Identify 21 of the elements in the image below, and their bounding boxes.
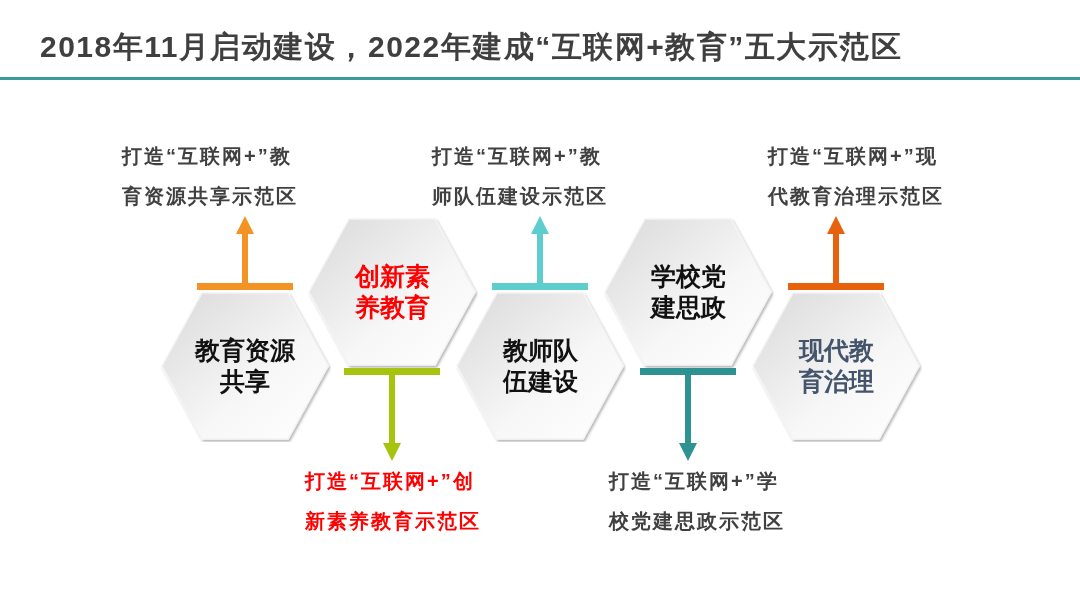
description-text: 打造“互联网+”教育资源共享示范区	[122, 136, 302, 216]
topic-label: 教师队伍建设	[501, 335, 579, 397]
arrow	[197, 216, 293, 290]
topic-label: 教育资源共享	[194, 335, 296, 397]
arrow	[640, 368, 736, 461]
hexagon	[159, 290, 331, 442]
description-text: 打造“互联网+”现代教育治理示范区	[768, 136, 948, 216]
arrow	[344, 368, 440, 461]
description-text: 打造“互联网+”创新素养教育示范区	[305, 461, 485, 541]
title: 2018年11月启动建设，2022年建成“互联网+教育”五大示范区	[40, 29, 903, 65]
topic-label: 学校党建思政	[649, 261, 727, 323]
topic-label: 现代教育治理	[797, 335, 875, 397]
hexagon	[750, 290, 922, 442]
description-text: 打造“互联网+”教师队伍建设示范区	[432, 136, 612, 216]
topic-label: 创新素养教育	[353, 261, 431, 323]
arrow	[492, 216, 588, 290]
arrow	[788, 216, 884, 290]
hexagon	[454, 290, 626, 442]
hexagon	[602, 216, 774, 368]
hexagon	[306, 216, 478, 368]
description-text: 打造“互联网+”学校党建思政示范区	[609, 461, 789, 541]
